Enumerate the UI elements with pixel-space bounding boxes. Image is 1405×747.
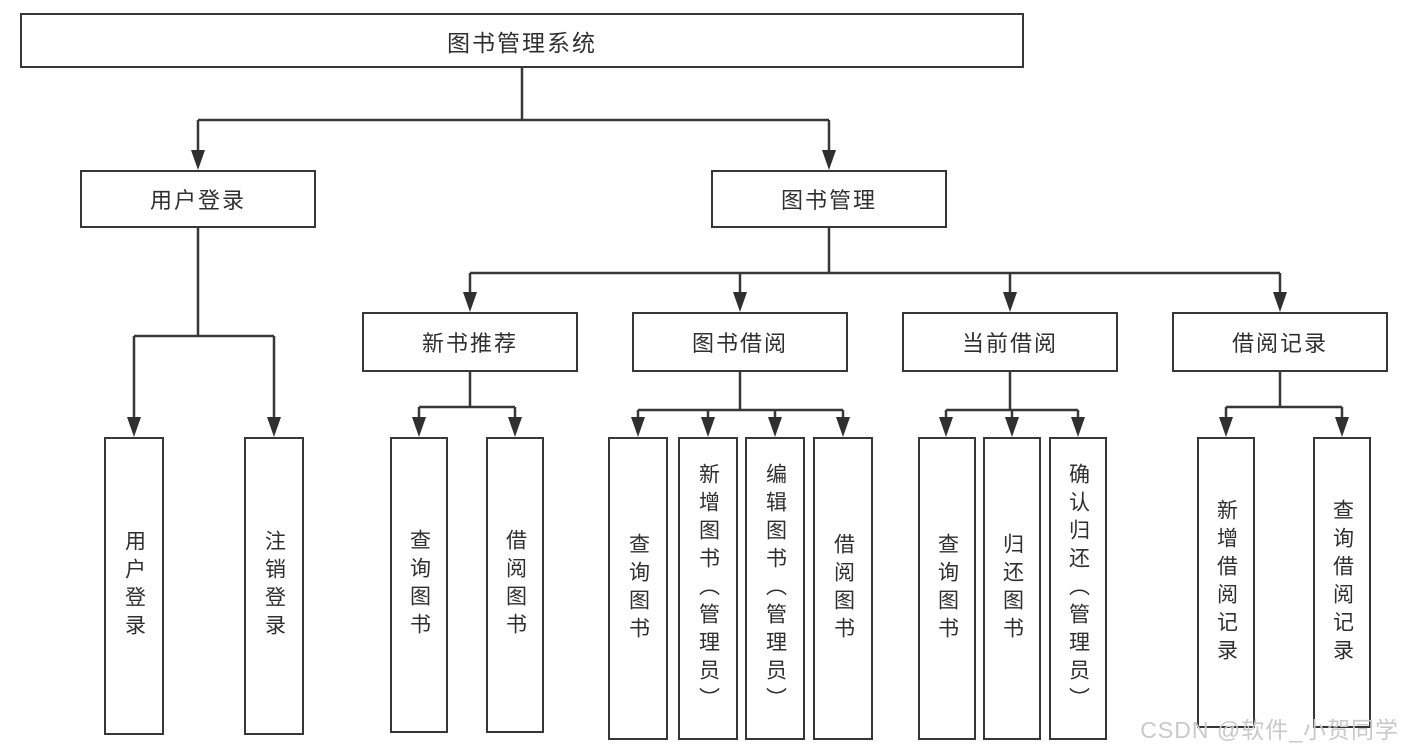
node-label: 借阅图书 [831, 532, 855, 645]
node-label: 新增图书（管理员） [696, 462, 720, 715]
node-label: 编辑图书（管理员） [763, 462, 787, 715]
node-root: 图书管理系统 [20, 13, 1024, 68]
arrow-down-icon [1005, 417, 1019, 437]
csdn-watermark: CSDN @软件_小贺同学 [1140, 717, 1399, 743]
leaf-query-borrow-record: 查询借阅记录 [1313, 437, 1371, 728]
node-label: 用户登录 [122, 530, 146, 642]
arrow-down-icon [508, 417, 522, 437]
node-borrow-records: 借阅记录 [1172, 312, 1388, 372]
leaf-edit-books-admin: 编辑图书（管理员） [745, 437, 805, 740]
arrow-down-icon [1071, 417, 1085, 437]
node-label: 新书推荐 [421, 331, 518, 356]
node-label: 查询借阅记录 [1330, 498, 1354, 667]
node-label: 图书管理 [780, 188, 877, 213]
node-label: 图书借阅 [691, 331, 788, 356]
arrow-down-icon [836, 417, 850, 437]
arrow-down-icon [733, 292, 747, 312]
leaf-query-books-current: 查询图书 [918, 437, 976, 740]
arrow-down-icon [631, 417, 645, 437]
node-new-book-recommend: 新书推荐 [362, 312, 578, 372]
arrow-down-icon [1003, 292, 1017, 312]
leaf-borrow-books: 借阅图书 [813, 437, 873, 740]
node-label: 图书管理系统 [447, 29, 597, 56]
node-label: 当前借阅 [961, 331, 1058, 356]
node-label: 新增借阅记录 [1214, 498, 1238, 667]
leaf-return-books: 归还图书 [983, 437, 1041, 740]
node-user-login: 用户登录 [80, 170, 316, 228]
node-label: 借阅记录 [1231, 331, 1328, 356]
arrow-down-icon [267, 417, 281, 437]
leaf-query-books-recommend: 查询图书 [390, 437, 448, 733]
leaf-user-login: 用户登录 [104, 437, 164, 735]
arrow-down-icon [1335, 417, 1349, 437]
node-label: 用户登录 [149, 188, 246, 213]
node-label: 查询图书 [935, 532, 959, 645]
arrow-down-icon [127, 417, 141, 437]
node-book-management: 图书管理 [711, 170, 947, 228]
arrow-down-icon [1219, 417, 1233, 437]
node-book-borrow: 图书借阅 [632, 312, 848, 372]
node-label: 查询图书 [407, 529, 431, 641]
node-label: 借阅图书 [503, 529, 527, 641]
leaf-logout-login: 注销登录 [244, 437, 304, 735]
arrow-down-icon [1273, 292, 1287, 312]
leaf-query-books-borrow: 查询图书 [608, 437, 668, 740]
arrow-down-icon [191, 150, 205, 170]
arrow-down-icon [412, 417, 426, 437]
node-label: 查询图书 [626, 532, 650, 645]
node-current-borrow: 当前借阅 [902, 312, 1118, 372]
arrow-down-icon [939, 417, 953, 437]
node-label: 确认归还（管理员） [1066, 462, 1090, 715]
arrow-down-icon [822, 150, 836, 170]
leaf-add-borrow-record: 新增借阅记录 [1197, 437, 1255, 728]
node-label: 注销登录 [262, 530, 286, 642]
leaf-add-books-admin: 新增图书（管理员） [678, 437, 738, 740]
leaf-borrow-books-recommend: 借阅图书 [486, 437, 544, 733]
arrow-down-icon [701, 417, 715, 437]
leaf-confirm-return-admin: 确认归还（管理员） [1049, 437, 1107, 740]
node-label: 归还图书 [1000, 532, 1024, 645]
arrow-down-icon [463, 292, 477, 312]
arrow-down-icon [768, 417, 782, 437]
